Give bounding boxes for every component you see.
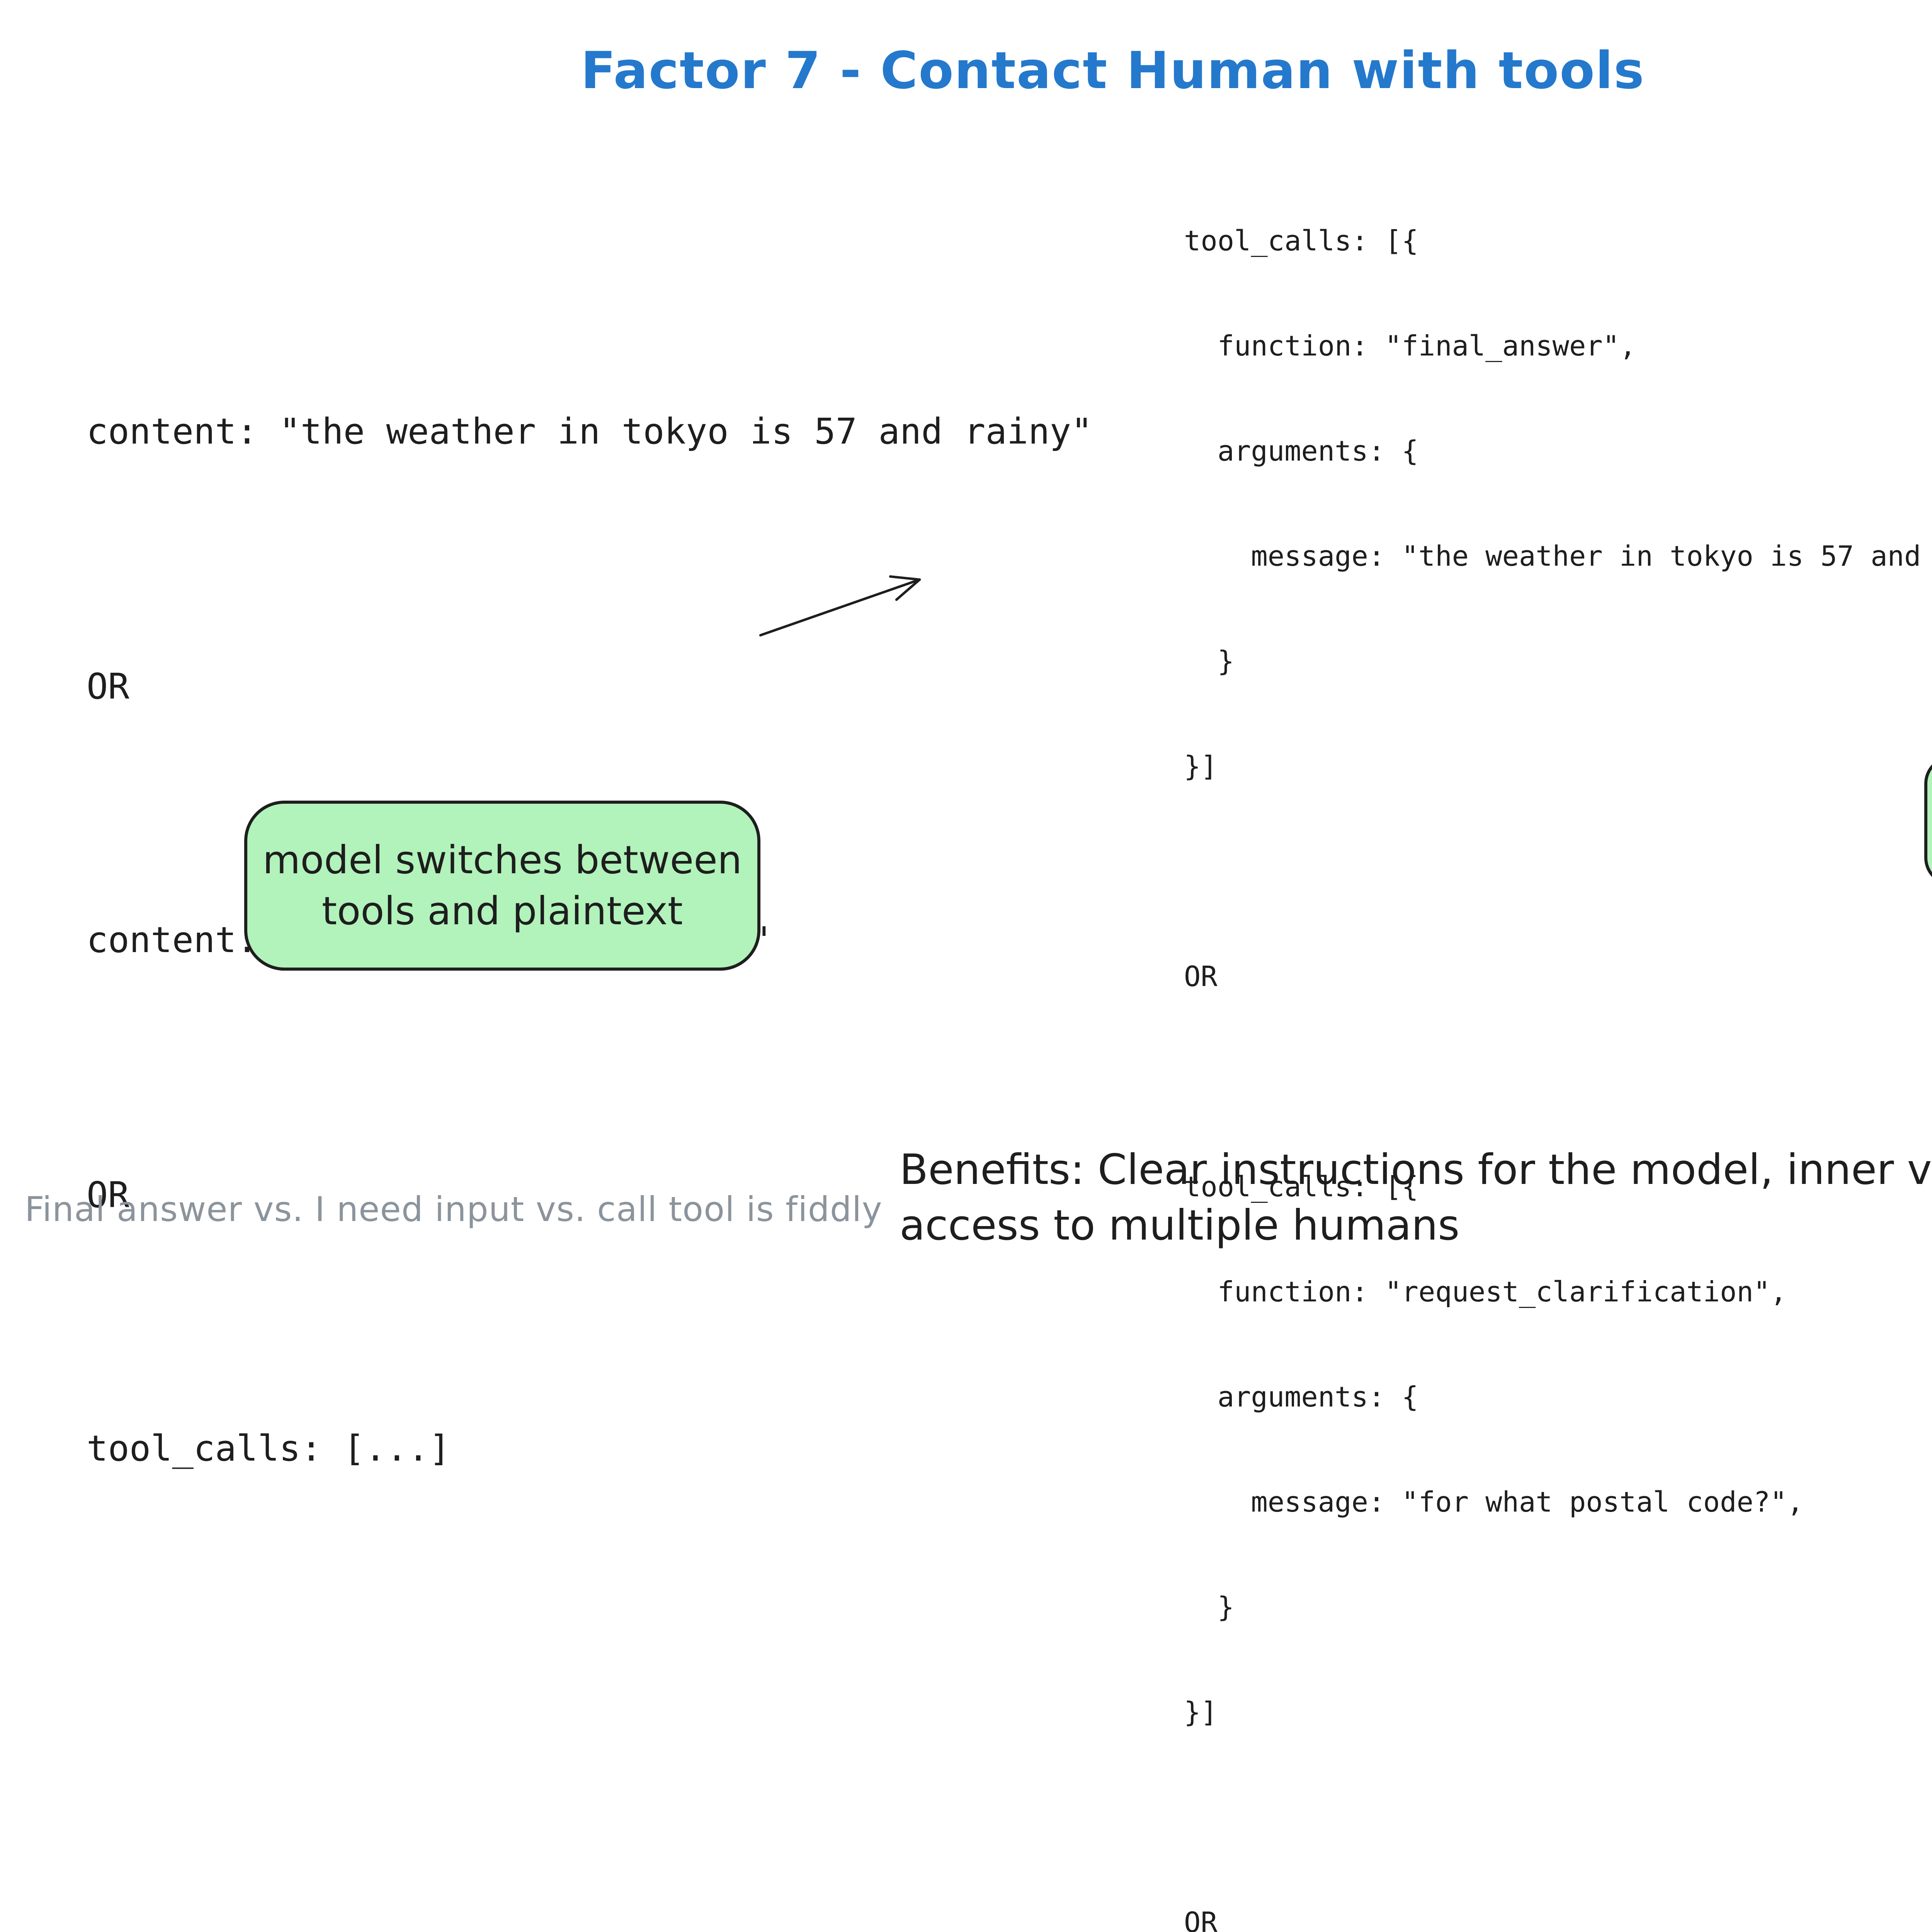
code-line: message: "for what postal code?", [1184,1487,1804,1519]
code-line: } [1184,646,1235,679]
callout-text-line: model switches between [262,838,742,883]
benefits-note: Benefits: Clear instructions for the mod… [900,1144,1932,1255]
benefits-line: Benefits: Clear instructions for the mod… [900,1147,1932,1195]
code-line: content: "the weather in tokyo is 57 and… [87,413,1093,453]
arrow [759,575,921,637]
code-line: tool_calls: [{ [1184,226,1418,258]
callout-text-line: tools and plaintext [321,889,683,934]
code-line: arguments: { [1184,1382,1418,1414]
fiddly-footnote: Final answer vs. I need input vs. call t… [25,1192,883,1230]
code-line: } [1184,1592,1235,1624]
code-line: }] [1184,751,1218,784]
code-line: function: "request_clarification", [1184,1277,1787,1309]
code-line: arguments: { [1184,436,1418,468]
page-title: Factor 7 - Contact Human with tools [581,40,1645,100]
or-label: OR [1184,1907,1218,1932]
benefits-line: access to multiple humans [900,1202,1460,1250]
or-label: OR [1184,961,1218,994]
code-line: tool_calls: [{ [1184,1172,1418,1204]
tool-calls-code-block: tool_calls: [{ function: "final_answer",… [1184,158,1932,1932]
diagram-canvas: Factor 7 - Contact Human with tools cont… [25,40,1932,1932]
or-label: OR [87,1175,129,1216]
code-line: tool_calls: [...] [87,1430,451,1470]
code-line: message: "the weather in tokyo is 57 and… [1251,541,1921,573]
code-line: function: "final_answer", [1184,331,1636,363]
or-label: OR [87,667,129,707]
model-switches-callout: model switches between tools and plainte… [244,801,760,971]
everything-is-tools-callout: everything is tools [1924,756,1932,886]
code-line: }] [1184,1697,1218,1730]
